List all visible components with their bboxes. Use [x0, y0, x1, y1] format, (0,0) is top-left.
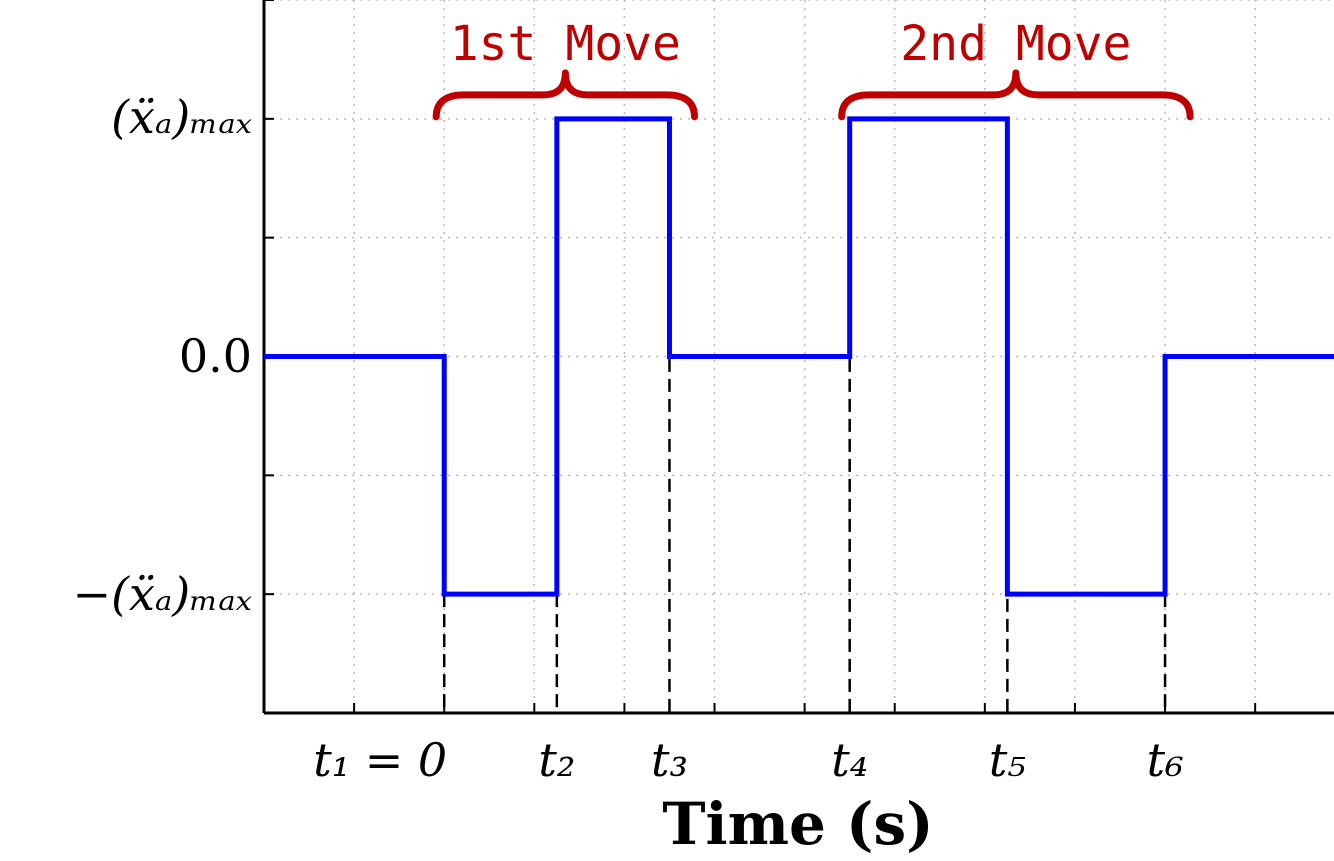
- y-tick-label-pos-max: (ẍₐ)ₘₐₓ: [111, 90, 252, 144]
- x-tick-label-t5: t₅: [989, 733, 1026, 787]
- x-tick-label-t2: t₂: [538, 733, 575, 787]
- brace-1: [838, 69, 1194, 121]
- drop-lines-layer: [442, 118, 1167, 713]
- series-layer: [264, 116, 1334, 597]
- series-line-acceleration: [264, 116, 1334, 597]
- x-tick-label-t1: t₁ = 0: [313, 733, 447, 787]
- x-axis-title: Time (s): [662, 790, 933, 858]
- y-tick-label-zero: 0.0: [179, 329, 252, 383]
- annotation-layer: [432, 69, 1194, 121]
- x-tick-label-t4: t₄: [831, 733, 868, 787]
- brace-0: [432, 69, 698, 121]
- x-tick-label-t3: t₃: [651, 733, 688, 787]
- annotation-2nd-move: 2nd Move: [900, 16, 1131, 72]
- annotation-1st-move: 1st Move: [450, 16, 681, 72]
- y-tick-label-neg-max: −(ẍₐ)ₘₐₓ: [73, 567, 252, 621]
- x-tick-label-t6: t₆: [1147, 733, 1184, 787]
